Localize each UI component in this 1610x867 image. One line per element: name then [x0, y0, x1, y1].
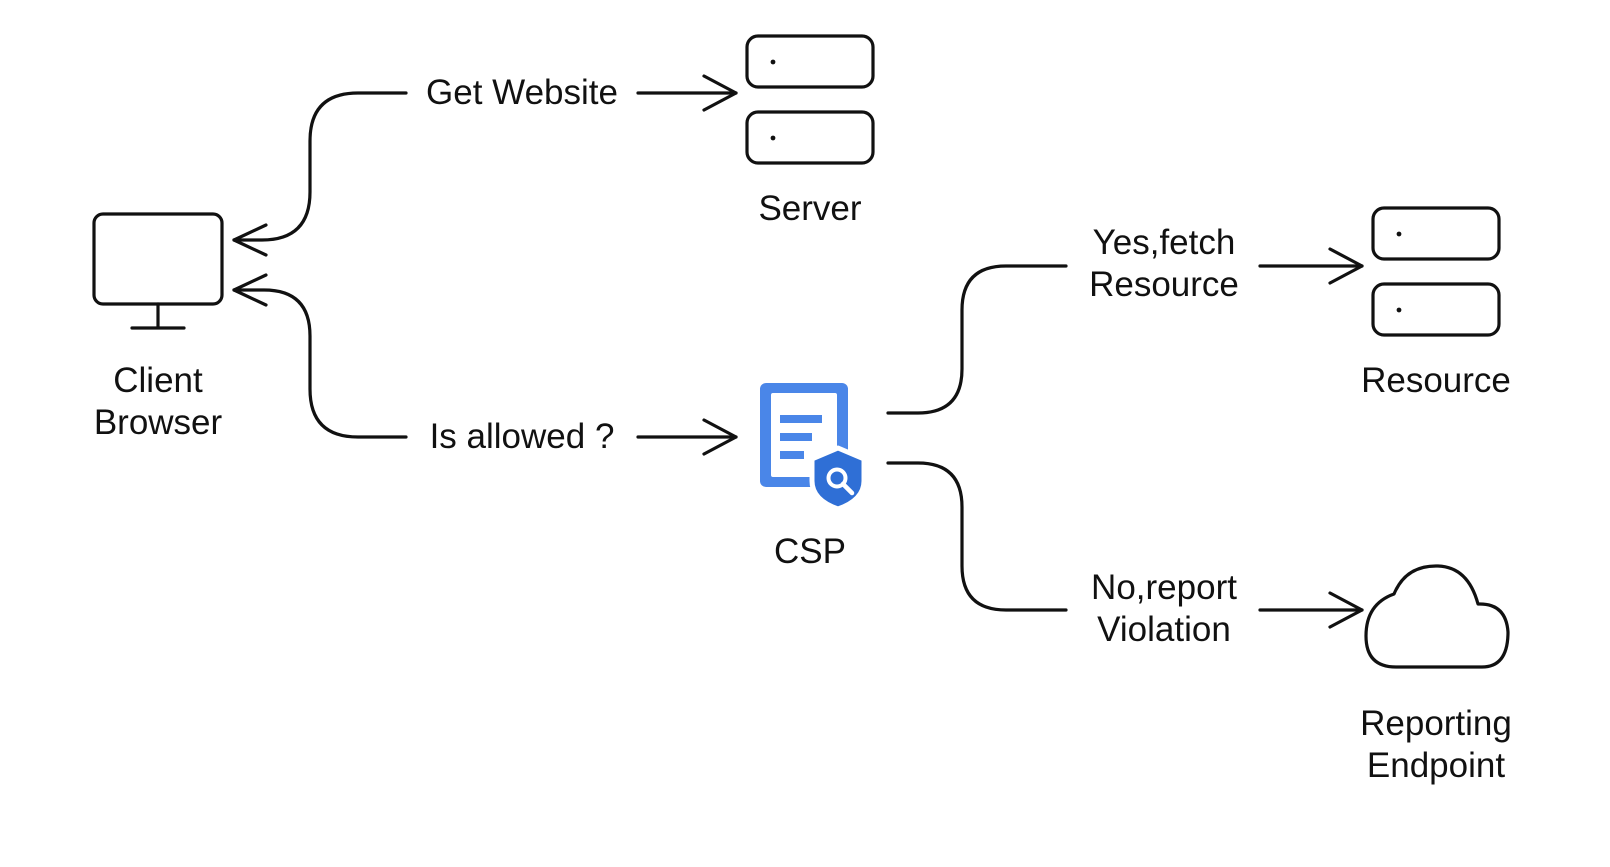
server-label: Server — [758, 189, 861, 228]
client-label-line1: Client — [113, 361, 203, 400]
resource-label: Resource — [1361, 361, 1511, 400]
server-stack-icon — [1371, 206, 1501, 337]
csp-label: CSP — [774, 532, 846, 571]
is-allowed-label: Is allowed ? — [430, 417, 615, 456]
client-label-line2: Browser — [94, 403, 223, 442]
no-report-label-line2: Violation — [1097, 610, 1231, 649]
yes-fetch-label-line1: Yes,fetch — [1093, 223, 1236, 262]
monitor-icon — [92, 212, 224, 330]
edge-is-allowed: Is allowed ? — [232, 273, 738, 456]
server-stack-icon — [745, 34, 875, 165]
reporting-label-line2: Endpoint — [1367, 746, 1505, 785]
document-shield-search-icon — [760, 383, 867, 512]
yes-fetch-label-line2: Resource — [1089, 265, 1239, 304]
reporting-label-line1: Reporting — [1360, 704, 1512, 743]
edge-yes-fetch: Yes,fetch Resource — [886, 223, 1364, 415]
cloud-icon — [1364, 564, 1510, 669]
get-website-label: Get Website — [426, 73, 618, 112]
edge-no-report: No,report Violation — [886, 461, 1364, 649]
edge-get-website: Get Website — [232, 73, 738, 257]
no-report-label-line1: No,report — [1091, 568, 1237, 607]
